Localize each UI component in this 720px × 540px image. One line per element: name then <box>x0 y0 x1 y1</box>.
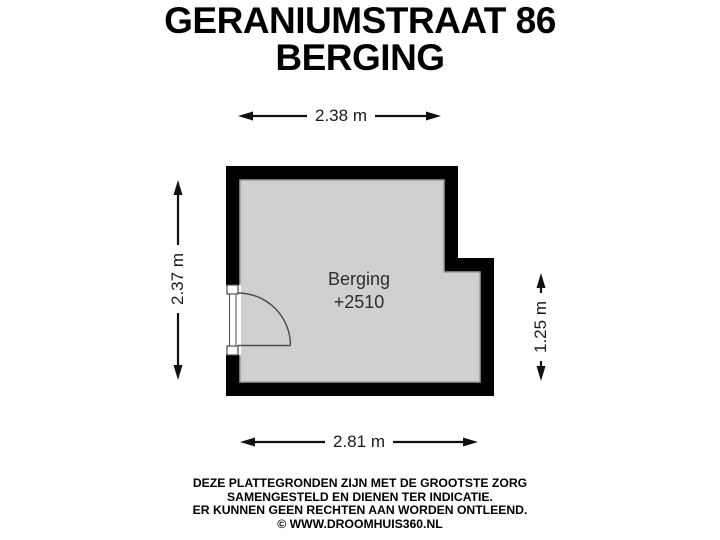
dim-label-left: 2.37 m <box>167 245 189 313</box>
door-jamb-bottom <box>226 345 239 356</box>
footer-line-1: DEZE PLATTEGRONDEN ZIJN MET DE GROOTSTE … <box>192 476 528 490</box>
footer-line-3: ER KUNNEN GEEN RECHTEN AAN WORDEN ONTLEE… <box>192 503 528 518</box>
door-swing-arc <box>237 292 292 346</box>
page-title-room-type: BERGING <box>275 37 445 78</box>
room-floor <box>239 179 481 383</box>
footer-disclaimer: DEZE PLATTEGRONDEN ZIJN MET DE GROOTSTE … <box>0 476 720 531</box>
footer-copyright: © WWW.DROOMHUIS360.NL <box>277 516 443 531</box>
dim-label-right: 1.25 m <box>530 293 552 361</box>
door-panel <box>229 293 237 347</box>
room-name: Berging <box>327 269 391 289</box>
footer-line-2: SAMENGESTELD EN DIENEN TER INDICATIE. <box>227 489 493 504</box>
room-elevation: +2510 <box>333 292 385 312</box>
page-title-street: GERANIUMSTRAAT 86 <box>164 0 556 41</box>
door-jamb-top <box>226 284 239 295</box>
door <box>224 284 292 356</box>
dim-label-top: 2.38 m <box>307 105 375 127</box>
page-title: GERANIUMSTRAAT 86 BERGING <box>0 2 720 76</box>
room-label: Berging +2510 <box>328 268 390 314</box>
dim-label-bottom: 2.81 m <box>325 431 393 453</box>
